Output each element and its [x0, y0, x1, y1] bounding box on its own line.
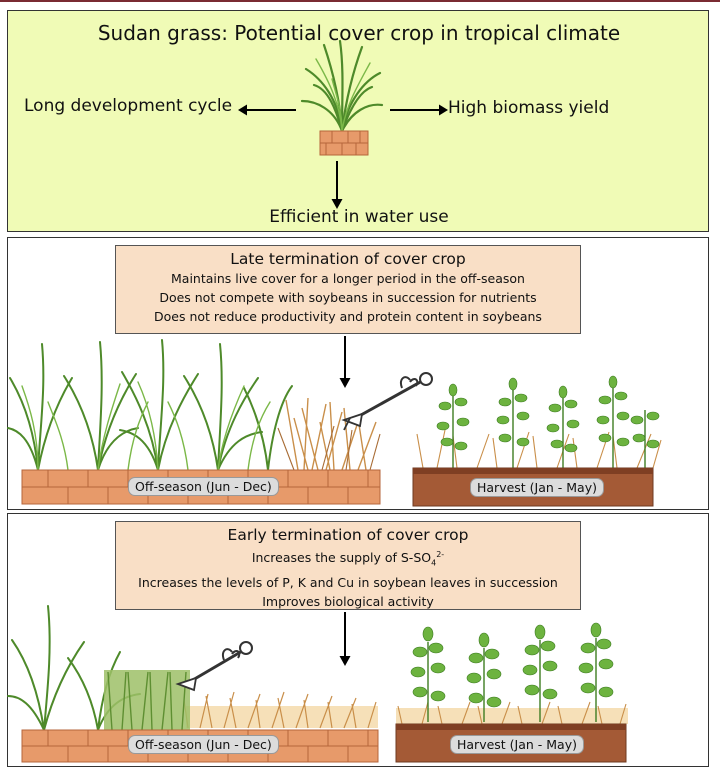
late-harvest-label: Harvest (Jan - May)	[470, 478, 604, 497]
late-termination-panel: Late termination of cover crop Maintains…	[7, 237, 709, 510]
early-harvest-label: Harvest (Jan - May)	[450, 735, 584, 754]
arrow-down-icon	[339, 612, 351, 666]
soybean-plant-icon	[436, 375, 660, 468]
arrow-right-icon	[390, 104, 448, 116]
late-item-2: Does not compete with soybeans in succes…	[159, 290, 537, 305]
soybean-plant-icon	[410, 622, 614, 722]
early-termination-info-box: Early termination of cover crop Increase…	[115, 521, 581, 610]
overview-title: Sudan grass: Potential cover crop in tro…	[97, 21, 621, 45]
early-item-1-superscript: 2-	[436, 550, 445, 559]
early-item-2: Increases the levels of P, K and Cu in s…	[138, 574, 558, 590]
late-item-3: Does not reduce productivity and protein…	[154, 309, 542, 324]
top-accent-line	[0, 0, 720, 2]
left-trait-label: Long development cycle	[24, 96, 233, 116]
early-offseason-label: Off-season (Jun - Dec)	[128, 735, 279, 754]
arrow-down-icon	[331, 161, 343, 209]
brush-cutter-icon	[341, 372, 433, 431]
arrow-left-icon	[238, 104, 296, 116]
late-termination-title: Late termination of cover crop	[230, 250, 466, 268]
right-trait-label: High biomass yield	[448, 98, 610, 118]
late-termination-info-box: Late termination of cover crop Maintains…	[115, 245, 581, 334]
early-termination-title: Early termination of cover crop	[227, 526, 469, 544]
early-offseason-scene	[7, 605, 379, 763]
sudan-grass-overview-panel: Sudan grass: Potential cover crop in tro…	[7, 10, 709, 232]
early-termination-panel: Early termination of cover crop Increase…	[7, 513, 709, 767]
late-offseason-label: Off-season (Jun - Dec)	[128, 477, 279, 496]
early-item-3: Improves biological activity	[262, 593, 434, 609]
late-offseason-scene	[7, 339, 381, 505]
early-item-1-subscript: 4	[431, 558, 437, 568]
early-item-1: Increases the supply of S-SO42-	[116, 545, 580, 573]
arrow-down-icon	[339, 336, 351, 388]
early-item-1-text: Increases the supply of S-SO	[251, 550, 432, 566]
bottom-trait-label: Efficient in water use	[269, 207, 449, 227]
brush-cutter-icon	[175, 641, 253, 692]
grass-plant-icon	[300, 39, 384, 156]
late-item-1: Maintains live cover for a longer period…	[171, 271, 525, 286]
